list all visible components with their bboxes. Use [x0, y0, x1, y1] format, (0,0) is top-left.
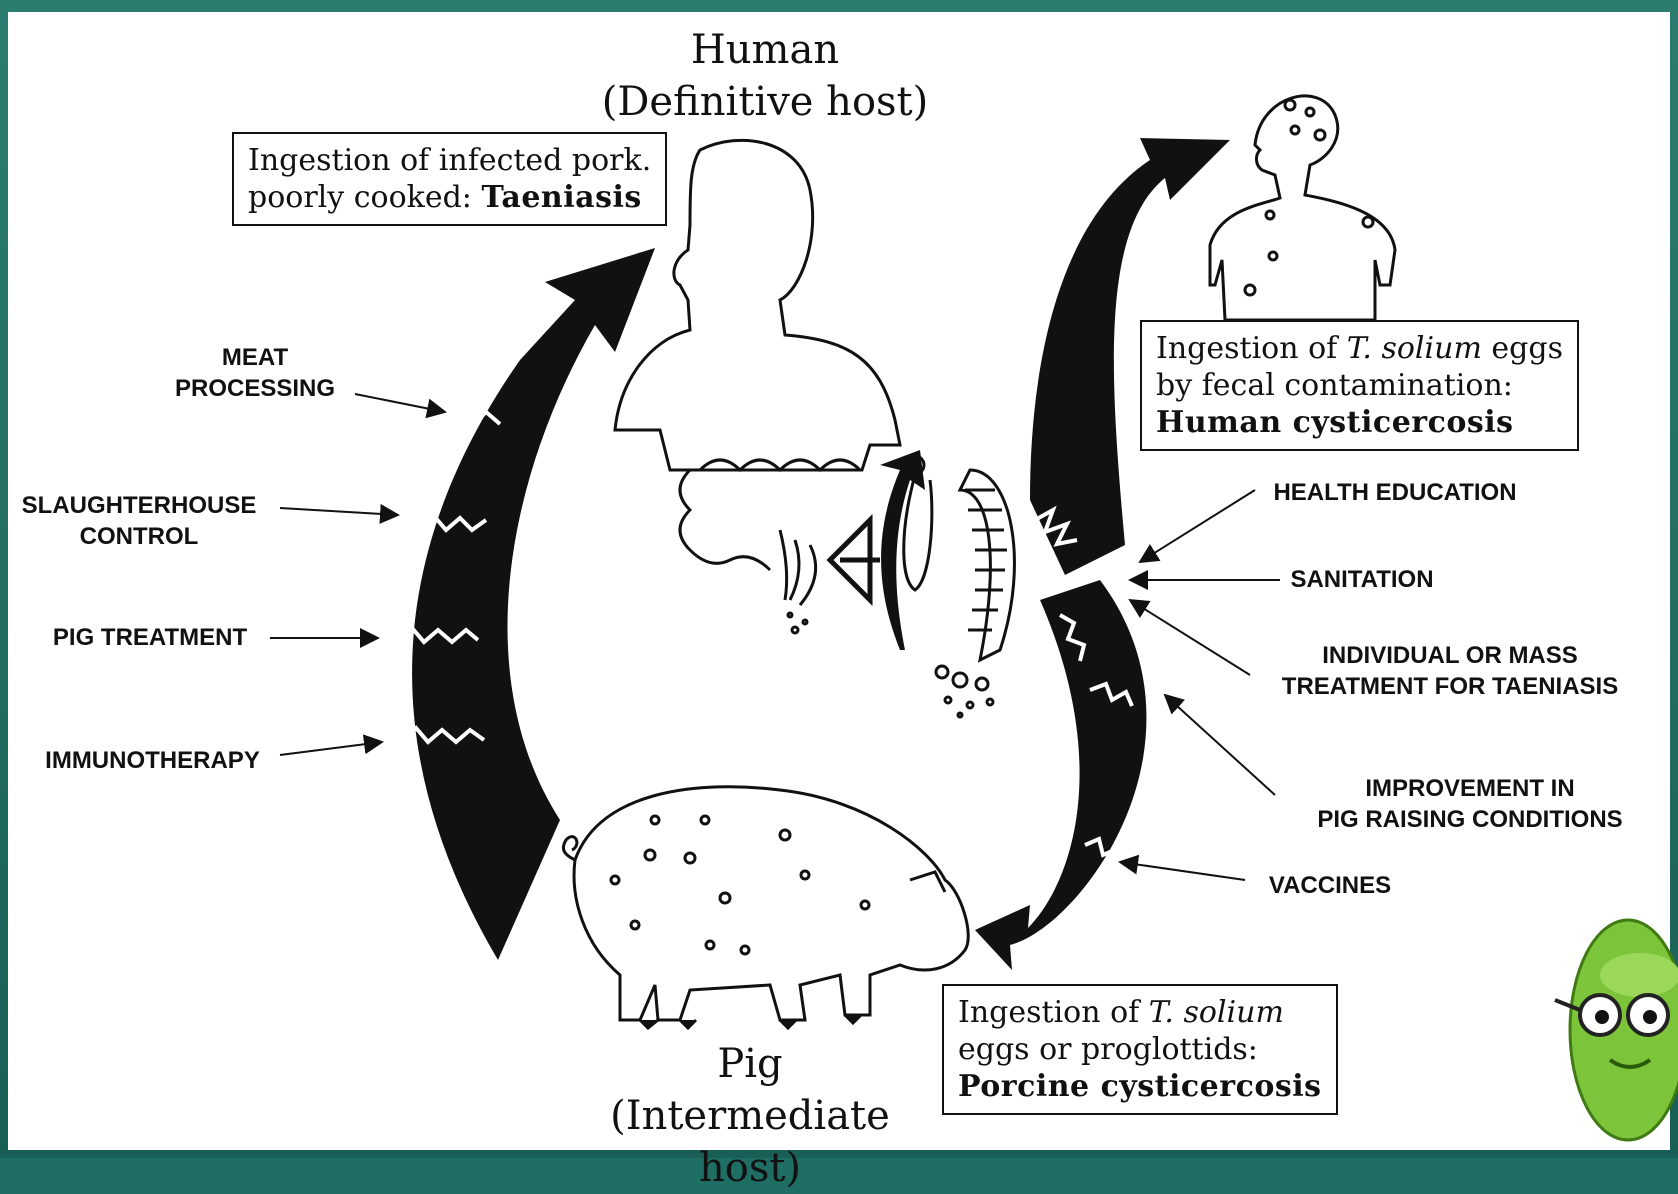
control-pig-treatment: PIG TREATMENT: [40, 622, 260, 653]
control-individual-mass-treatment: INDIVIDUAL OR MASS TREATMENT FOR TAENIAS…: [1255, 640, 1645, 702]
pointer-immunotherapy: [280, 742, 382, 755]
control-health-education: HEALTH EDUCATION: [1255, 477, 1535, 508]
control-label-line: PIG TREATMENT: [40, 622, 260, 653]
tapeworm-icon: [904, 456, 1015, 717]
taeniasis-label: Taeniasis: [481, 180, 641, 215]
control-label-line: CONTROL: [14, 521, 264, 552]
hc-line2: by fecal contamination:: [1156, 367, 1563, 404]
brain-cyst-figure-icon: [1210, 96, 1395, 320]
human-host-title: Human (Definitive host): [600, 24, 930, 128]
porcine-cysticercosis-box: Ingestion of T. solium eggs or proglotti…: [942, 984, 1338, 1115]
control-immunotherapy: IMMUNOTHERAPY: [30, 745, 275, 776]
hc-label: Human cysticercosis: [1156, 405, 1514, 440]
taeniasis-box: Ingestion of infected pork. poorly cooke…: [232, 132, 667, 226]
lower-right-transmission-arrow: [975, 580, 1146, 970]
human-title-line1: Human: [600, 24, 930, 76]
pig-title-line1: Pig: [565, 1038, 935, 1090]
tapeworm-to-intestine-arrow: [830, 450, 925, 650]
human-title-line2: (Definitive host): [600, 76, 930, 128]
control-label-line: TREATMENT FOR TAENIASIS: [1255, 671, 1645, 702]
control-label-line: SANITATION: [1282, 564, 1442, 595]
pointer-slaughterhouse: [280, 508, 398, 515]
pointer-pig-raising: [1165, 695, 1275, 795]
pointer-individual-treatment: [1130, 600, 1250, 675]
hc-line1-suffix: eggs: [1482, 331, 1563, 366]
pig-icon: [563, 787, 968, 1028]
control-label-line: MEAT: [160, 342, 350, 373]
control-label-line: INDIVIDUAL OR MASS: [1255, 640, 1645, 671]
hc-line1-prefix: Ingestion of: [1156, 331, 1347, 366]
control-pig-raising: IMPROVEMENT IN PIG RAISING CONDITIONS: [1290, 773, 1650, 835]
control-slaughterhouse: SLAUGHTERHOUSE CONTROL: [14, 490, 264, 552]
control-label-line: IMMUNOTHERAPY: [30, 745, 275, 776]
pc-line1-prefix: Ingestion of: [958, 995, 1149, 1030]
pc-line1-italic: T. solium: [1149, 995, 1284, 1030]
human-cysticercosis-box: Ingestion of T. solium eggs by fecal con…: [1140, 320, 1579, 451]
control-vaccines: VACCINES: [1255, 870, 1405, 901]
control-label-line: SLAUGHTERHOUSE: [14, 490, 264, 521]
taeniasis-line2-prefix: poorly cooked:: [248, 180, 481, 215]
control-label-line: PIG RAISING CONDITIONS: [1290, 804, 1650, 835]
taeniasis-line1: Ingestion of infected pork.: [248, 142, 651, 179]
control-label-line: VACCINES: [1255, 870, 1405, 901]
pointer-vaccines: [1120, 862, 1245, 880]
control-meat-processing: MEAT PROCESSING: [160, 342, 350, 404]
pc-label: Porcine cysticercosis: [958, 1069, 1322, 1104]
pointer-health-education: [1140, 490, 1255, 562]
pig-host-title: Pig (Intermediate host): [565, 1038, 935, 1194]
intestine-icon: [680, 460, 860, 633]
pig-title-line2: (Intermediate host): [565, 1090, 935, 1194]
control-label-line: HEALTH EDUCATION: [1255, 477, 1535, 508]
control-label-line: IMPROVEMENT IN: [1290, 773, 1650, 804]
pc-line2: eggs or proglottids:: [958, 1031, 1322, 1068]
pointer-meat-processing: [355, 394, 445, 412]
control-label-line: PROCESSING: [160, 373, 350, 404]
hc-line1-italic: T. solium: [1347, 331, 1482, 366]
control-sanitation: SANITATION: [1282, 564, 1442, 595]
left-transmission-arrow: [398, 248, 655, 960]
mascot-worm-icon: [1555, 920, 1678, 1140]
